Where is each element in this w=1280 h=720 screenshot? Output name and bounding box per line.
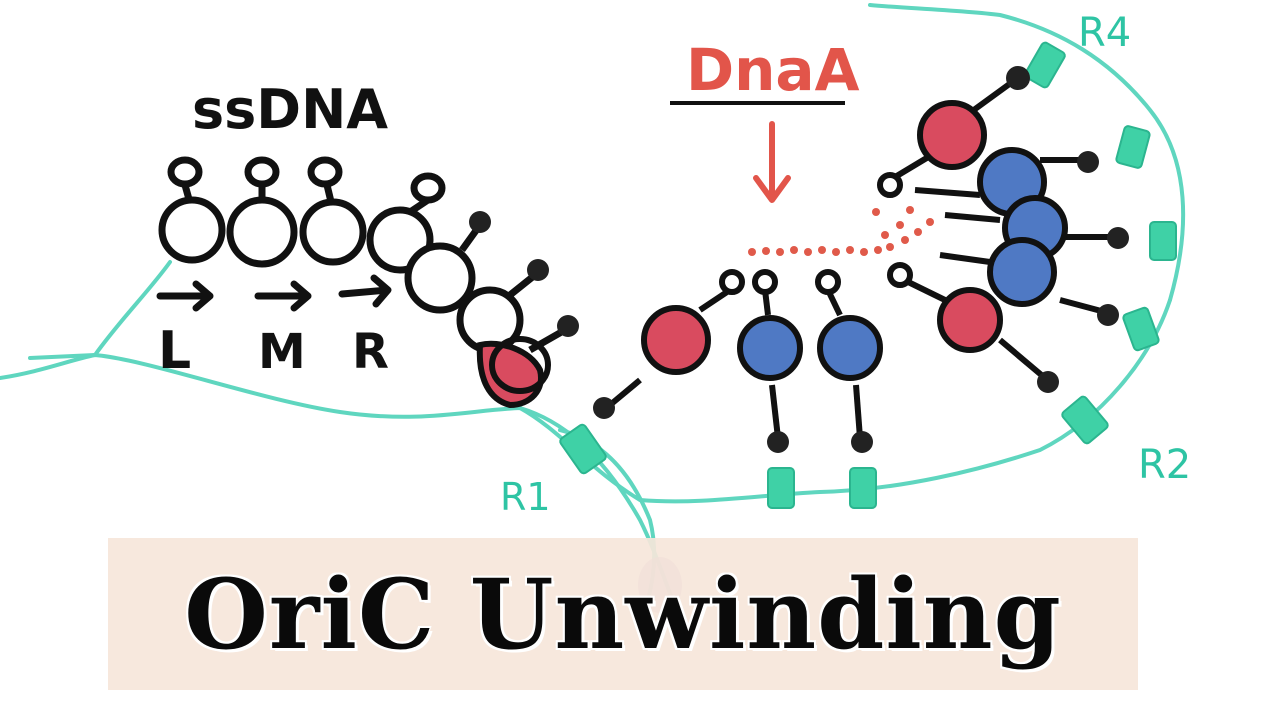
- nucleotide-2: [226, 196, 298, 268]
- dnaa-red-2: [917, 100, 987, 170]
- dnaa-red-1: [641, 305, 711, 375]
- small-head-2: [244, 156, 280, 188]
- title-banner: OriC Unwinding: [108, 538, 1138, 690]
- dnaa-blue-1: [737, 315, 803, 381]
- nucleotide-5: [404, 242, 476, 314]
- dnaa-down-arrow: [753, 121, 791, 203]
- box-5: [1115, 125, 1151, 169]
- dnaa-blue-5: [987, 237, 1057, 307]
- box-1: [767, 467, 795, 509]
- right-dnaa-oligomer: [877, 77, 1115, 381]
- box-2: [849, 467, 877, 509]
- box-3: [1122, 306, 1160, 352]
- ssdna-label: ssDNA: [192, 78, 388, 141]
- arrow-m: [254, 280, 312, 312]
- unwound-dots: [748, 206, 934, 256]
- ssdna-group: ssDNA: [156, 78, 579, 409]
- label-m: M: [258, 324, 306, 380]
- arrow-l: [156, 280, 214, 312]
- ssdna-chain: [158, 156, 567, 354]
- page-title: OriC Unwinding: [184, 557, 1062, 671]
- box-r1: [559, 423, 607, 475]
- label-r1: R1: [500, 475, 551, 519]
- label-r2: R2: [1138, 442, 1191, 488]
- small-head-4: [410, 172, 446, 204]
- dna-strand-left-far: [28, 353, 97, 360]
- dna-strand-left-upper: [93, 260, 172, 357]
- right-dark-heads: [1006, 66, 1129, 393]
- label-r4: R4: [1078, 10, 1131, 56]
- dnaa-label-group: DnaA: [670, 36, 860, 203]
- box-r4: [1024, 41, 1066, 89]
- dna-strand-loop-right: [868, 3, 1186, 302]
- ssdna-dark-heads: [469, 211, 579, 337]
- dnaa-label: DnaA: [686, 36, 860, 104]
- small-head-1: [167, 156, 203, 188]
- box-4: [1149, 221, 1177, 261]
- label-r: R: [352, 324, 389, 380]
- dnaa-blue-2: [817, 315, 883, 381]
- dnaa-boxes: [559, 41, 1177, 509]
- dnaa-red-3: [937, 287, 1003, 353]
- label-l: L: [158, 321, 191, 381]
- nucleotide-1: [158, 196, 226, 264]
- central-dnaa-proteins: [608, 269, 883, 439]
- nucleotide-3: [299, 198, 367, 266]
- small-head-3: [307, 156, 343, 188]
- arrow-r: [338, 274, 392, 308]
- central-dark-heads: [593, 397, 873, 453]
- box-r2: [1061, 395, 1109, 445]
- direction-arrows: [156, 274, 392, 312]
